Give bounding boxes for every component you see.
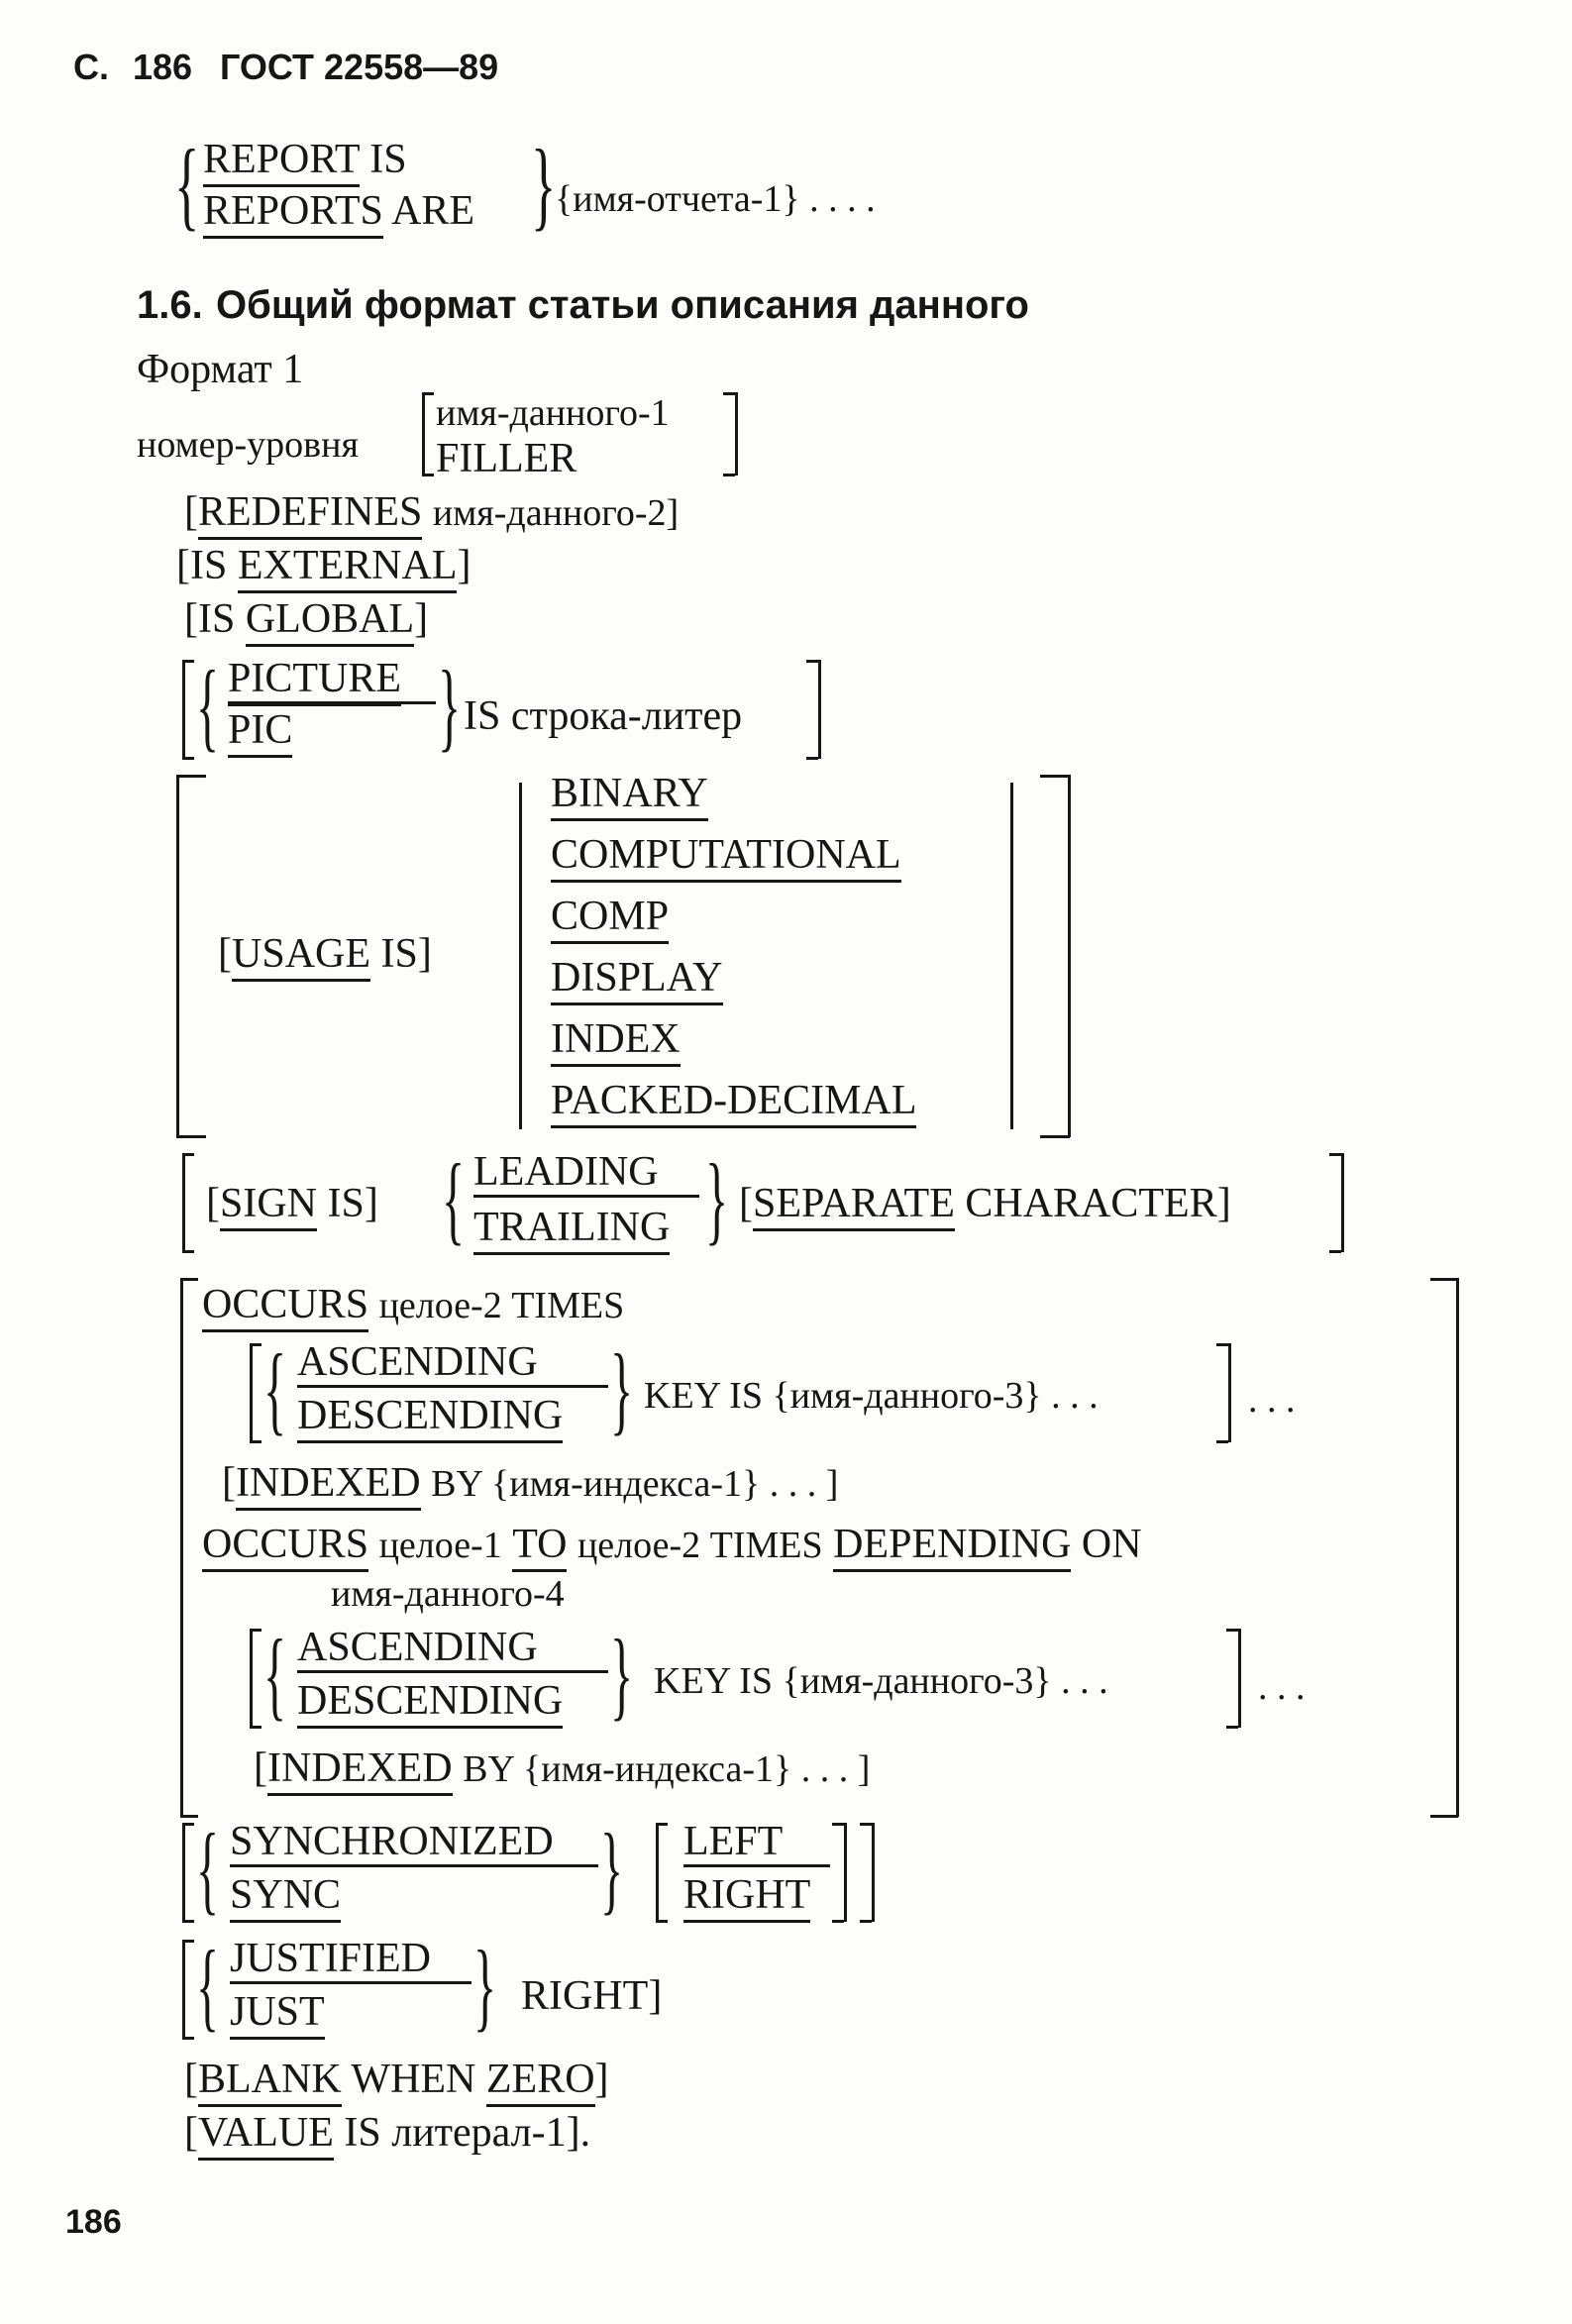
- usage-clause: [USAGE IS]: [218, 931, 432, 982]
- option-separator: [230, 1864, 598, 1867]
- repeat-ellipsis: . . .: [1258, 1666, 1306, 1708]
- option-separator: [228, 701, 436, 704]
- descending-keyword: DESCENDING: [297, 1393, 564, 1443]
- indexed-by-clause: [INDEXED BY {имя-индекса-1} . . . ]: [254, 1745, 870, 1796]
- option-separator: [297, 1385, 608, 1388]
- occurs-clause: OCCURS целое-2 TIMES: [202, 1282, 624, 1332]
- bracket-right: [1068, 775, 1071, 1137]
- key-is-clause: KEY IS {имя-данного-3} . . .: [654, 1660, 1108, 1702]
- header-prefix: С.: [73, 47, 109, 87]
- bracket-left: [656, 1823, 659, 1922]
- bracket-right: [1228, 1343, 1231, 1442]
- leading-keyword: LEADING: [473, 1149, 659, 1195]
- option-separator: [230, 1981, 472, 1984]
- bracket-right: [818, 660, 821, 759]
- section-title: Общий формат статьи описания данного: [216, 283, 1029, 327]
- option-separator: [683, 1864, 830, 1867]
- blank-when-zero-clause: [BLANK WHEN ZERO]: [184, 2057, 609, 2107]
- footer-page-number: 186: [65, 2203, 122, 2241]
- left-brace: {: [263, 1332, 287, 1445]
- key-is-clause: KEY IS {имя-данного-3} . . .: [644, 1375, 1099, 1417]
- pic-keyword: PIC: [228, 707, 293, 758]
- usage-option-packed-decimal: PACKED-DECIMAL: [551, 1078, 917, 1128]
- usage-option-computational: COMPUTATIONAL: [551, 832, 901, 883]
- bracket-left: [176, 775, 179, 1137]
- redefines-clause: [REDEFINES имя-данного-2]: [184, 489, 679, 540]
- right-brace: }: [473, 1929, 497, 2042]
- right-brace: }: [610, 1332, 634, 1445]
- sign-clause: [SIGN IS]: [206, 1181, 378, 1231]
- bracket-left: [250, 1629, 253, 1728]
- usage-option-comp: COMP: [551, 894, 670, 944]
- usage-option-binary: BINARY: [551, 771, 708, 821]
- left-brace: {: [263, 1618, 287, 1731]
- right-brace: }: [705, 1142, 729, 1255]
- justified-keyword: JUSTIFIED: [230, 1936, 432, 1981]
- sync-keyword: SYNC: [230, 1872, 342, 1923]
- bracket-left: [182, 1153, 185, 1252]
- left-brace: {: [196, 649, 220, 762]
- bracket-left: [250, 1343, 253, 1442]
- synchronized-keyword: SYNCHRONIZED: [230, 1819, 554, 1864]
- left-brace: {: [196, 1812, 220, 1925]
- bracket-right: [844, 1823, 847, 1922]
- report-name-arg: {имя-отчета-1} . . . .: [555, 178, 876, 220]
- bracket-left: [180, 1278, 183, 1817]
- right-brace: }: [438, 649, 462, 762]
- picture-string-arg: IS строка-литер: [464, 693, 743, 739]
- option-separator: [297, 1670, 608, 1673]
- external-clause: [IS EXTERNAL]: [176, 543, 471, 593]
- left-brace: [519, 783, 522, 1129]
- bracket-left: [182, 1823, 185, 1922]
- usage-option-index: INDEX: [551, 1016, 681, 1067]
- usage-option-display: DISPLAY: [551, 955, 723, 1005]
- ascending-keyword: ASCENDING: [297, 1625, 538, 1670]
- right-brace: [1010, 783, 1013, 1129]
- option-separator: [473, 1195, 699, 1198]
- level-number-label: номер-уровня: [137, 424, 359, 466]
- global-clause: [IS GLOBAL]: [184, 596, 428, 647]
- format-label: Формат 1: [137, 347, 304, 392]
- right-brace: }: [531, 128, 557, 241]
- just-keyword: JUST: [230, 1989, 325, 2040]
- bracket-right: [1341, 1153, 1344, 1252]
- filler-keyword: FILLER: [436, 436, 577, 481]
- report-line-1: REPORT IS: [203, 137, 407, 187]
- justified-right-keyword: RIGHT]: [521, 1973, 663, 2019]
- bracket-left: [422, 392, 425, 475]
- right-brace: }: [600, 1812, 624, 1925]
- bracket-left: [182, 1940, 185, 2039]
- separate-character-clause: [SEPARATE CHARACTER]: [739, 1181, 1231, 1231]
- right-brace: }: [610, 1618, 634, 1731]
- occurs-depending-clause: OCCURS целое-1 TO целое-2 TIMES DEPENDIN…: [202, 1522, 1142, 1572]
- descending-keyword: DESCENDING: [297, 1678, 564, 1729]
- section-number: 1.6.: [137, 283, 203, 327]
- trailing-keyword: TRAILING: [473, 1205, 671, 1255]
- report-line-2: REPORTS ARE: [203, 188, 474, 239]
- ascending-keyword: ASCENDING: [297, 1339, 538, 1385]
- repeat-ellipsis: . . .: [1248, 1379, 1296, 1421]
- value-clause: [VALUE IS литерал-1].: [184, 2110, 590, 2161]
- left-brace: {: [196, 1929, 220, 2042]
- bracket-right: [1456, 1278, 1459, 1817]
- picture-keyword: PICTURE: [228, 656, 402, 706]
- depending-data-name: имя-данного-4: [331, 1573, 565, 1615]
- left-keyword: LEFT: [683, 1819, 784, 1864]
- left-brace: {: [174, 128, 200, 241]
- left-brace: {: [442, 1142, 466, 1255]
- data-name-1: имя-данного-1: [436, 392, 670, 434]
- bracket-left: [182, 660, 185, 759]
- header-standard: ГОСТ 22558—89: [220, 47, 499, 87]
- bracket-right: [735, 392, 738, 475]
- bracket-right: [872, 1823, 875, 1922]
- header-page-number: 186: [133, 47, 193, 87]
- bracket-right: [1238, 1629, 1241, 1728]
- right-keyword: RIGHT: [683, 1872, 811, 1923]
- indexed-by-clause: [INDEXED BY {имя-индекса-1} . . . ]: [222, 1460, 838, 1511]
